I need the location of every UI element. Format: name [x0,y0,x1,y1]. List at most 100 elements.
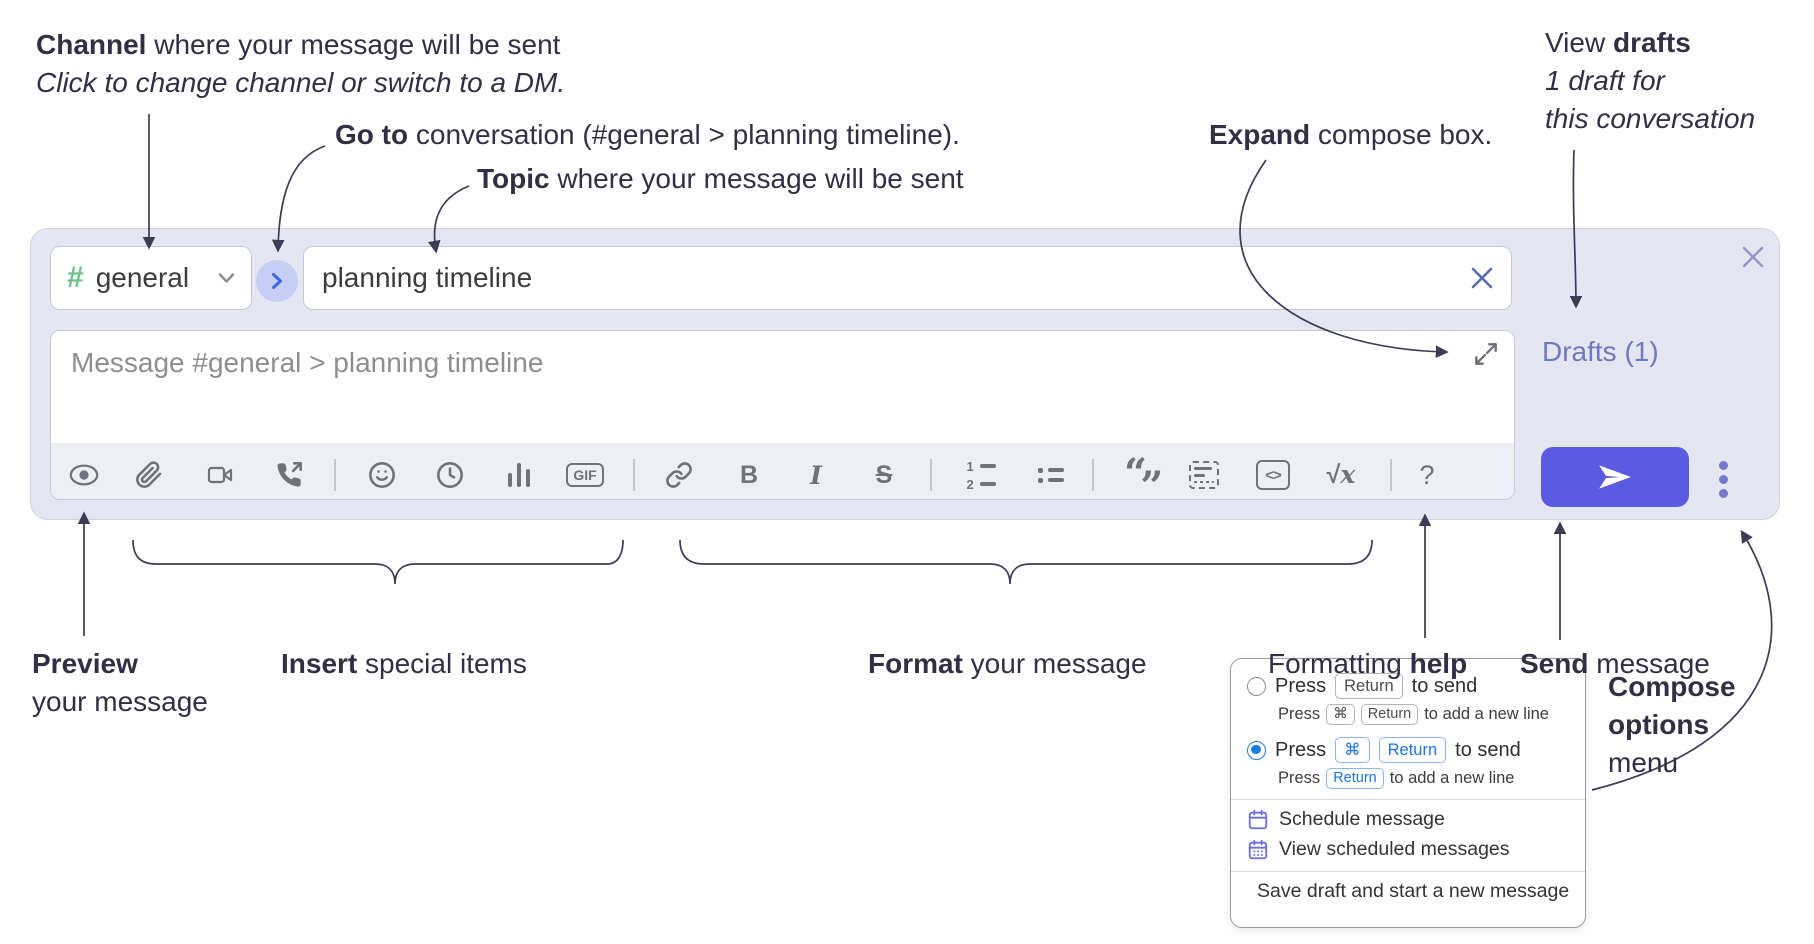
brace-insert [132,539,624,585]
math-icon: √x [1327,460,1356,490]
go-to-conversation-button[interactable] [256,260,298,302]
annotation-insert-rest: special items [357,648,527,679]
poll-button[interactable] [496,453,542,497]
code-button[interactable]: <> [1250,453,1296,497]
option-cmd-enter-sends[interactable]: Press ⌘ Return to send [1231,737,1585,763]
annotation-view-drafts-line2: 1 draft for [1545,65,1665,96]
strikethrough-icon: S [875,460,893,489]
annotation-format: Format your message [868,645,1147,683]
return-key: Return [1378,737,1447,763]
gif-icon: GIF [566,463,604,487]
numbered-list-button[interactable]: 1 2 [958,453,1004,497]
global-time-button[interactable] [427,453,473,497]
cmd-key: ⌘ [1326,704,1355,725]
video-call-button[interactable] [197,453,243,497]
calendar-grid-icon [1248,839,1268,859]
italic-icon: I [810,460,822,490]
expand-icon [1475,343,1497,365]
annotation-topic: Topic where your message will be sent [477,160,964,198]
annotation-insert: Insert special items [281,645,527,683]
annotation-channel-bold: Channel [36,29,147,60]
math-sqrt: √ [1326,461,1341,489]
spoiler-icon [1189,461,1219,489]
toolbar-divider [1390,459,1392,491]
annotation-channel-rest: where your message will be sent [146,29,561,60]
annotation-view-drafts-pre: View [1545,27,1613,58]
bold-button[interactable]: B [726,453,772,497]
send-icon [1599,465,1631,489]
message-input[interactable] [57,337,1451,447]
annotation-channel: Channel where your message will be sent … [36,26,565,102]
menu-item-save-draft[interactable]: Save draft and start a new message [1231,880,1585,903]
menu-item-schedule-message[interactable]: Schedule message [1231,808,1585,831]
kebab-dot [1718,474,1728,484]
bulleted-list-icon [1038,467,1064,483]
option-enter-sends[interactable]: Press Return to send [1231,673,1585,699]
toolbar-divider [1092,459,1094,491]
math-x: x [1340,460,1356,489]
drafts-link[interactable]: Drafts (1) [1542,336,1659,367]
return-key: Return [1360,704,1419,725]
radio-selected-icon[interactable] [1247,740,1266,760]
menu-divider [1231,871,1585,872]
emoji-button[interactable] [359,453,405,497]
menu-divider [1231,799,1585,800]
menu-item-schedule-label: Schedule message [1279,808,1445,830]
send-button[interactable] [1541,447,1689,507]
annotation-formatting-help: Formatting help [1268,645,1467,683]
italic-button[interactable]: I [793,453,839,497]
kebab-dot [1718,488,1728,498]
spoiler-button[interactable] [1181,453,1227,497]
annotation-compose-options-b2: options [1608,709,1710,740]
bulleted-list-button[interactable] [1028,453,1074,497]
annotation-topic-rest: where your message will be sent [549,163,964,194]
option-enter-sends-sub: Press ⌘ Return to add a new line [1231,704,1585,725]
math-button[interactable]: √x [1318,453,1364,497]
annotation-send-bold: Send [1520,648,1589,679]
channel-selector[interactable]: # general [50,246,252,310]
annotation-insert-bold: Insert [281,648,358,679]
enter-sends-popup: Press Return to send Press ⌘ Return to a… [1230,658,1586,928]
brace-format [679,539,1373,585]
chevron-down-icon [218,273,235,283]
topic-input[interactable] [304,262,1467,294]
clear-topic-button[interactable] [1467,263,1497,293]
menu-item-view-scheduled[interactable]: View scheduled messages [1231,838,1585,861]
strikethrough-button[interactable]: S [861,453,907,497]
radio-unselected-icon[interactable] [1247,676,1266,696]
link-icon [666,462,692,488]
expand-compose-button[interactable] [1472,340,1502,370]
gif-button[interactable]: GIF [562,453,608,497]
quote-open: “ [1124,450,1148,497]
close-compose-button[interactable] [1739,243,1767,271]
formatting-help-button[interactable]: ? [1404,453,1450,497]
toolbar-divider [930,459,932,491]
chevron-right-icon [272,273,282,289]
compose-options-menu-button[interactable] [1708,454,1738,504]
toolbar-divider [633,459,635,491]
link-button[interactable] [656,453,702,497]
kebab-dot [1718,460,1728,470]
option2-post: to send [1455,738,1521,761]
close-icon [1471,267,1493,289]
attach-file-button[interactable] [126,453,172,497]
calendar-icon [1248,809,1268,829]
annotation-goto-rest: conversation (#general > planning timeli… [408,119,960,150]
video-camera-icon [207,466,233,484]
option2-pre: Press [1275,738,1327,761]
toolbar-divider [334,459,336,491]
return-key: Return [1326,768,1384,789]
annotation-topic-bold: Topic [477,163,550,194]
option1-sub-post: to add a new line [1424,705,1549,723]
preview-button[interactable] [61,453,107,497]
quote-icon: “ „ [1124,444,1164,494]
annotation-view-drafts-bold: drafts [1612,27,1691,58]
annotation-formatting-help-pre: Formatting [1268,648,1410,679]
annotation-expand-rest: compose box. [1310,119,1493,150]
annotation-format-rest: your message [962,648,1147,679]
annotation-compose-options-b1: Compose [1608,671,1736,702]
audio-call-button[interactable] [266,453,312,497]
annotation-channel-line2: Click to change channel or switch to a D… [36,67,566,98]
quote-close: „ [1141,440,1165,487]
quote-button[interactable]: “ „ [1119,444,1165,497]
